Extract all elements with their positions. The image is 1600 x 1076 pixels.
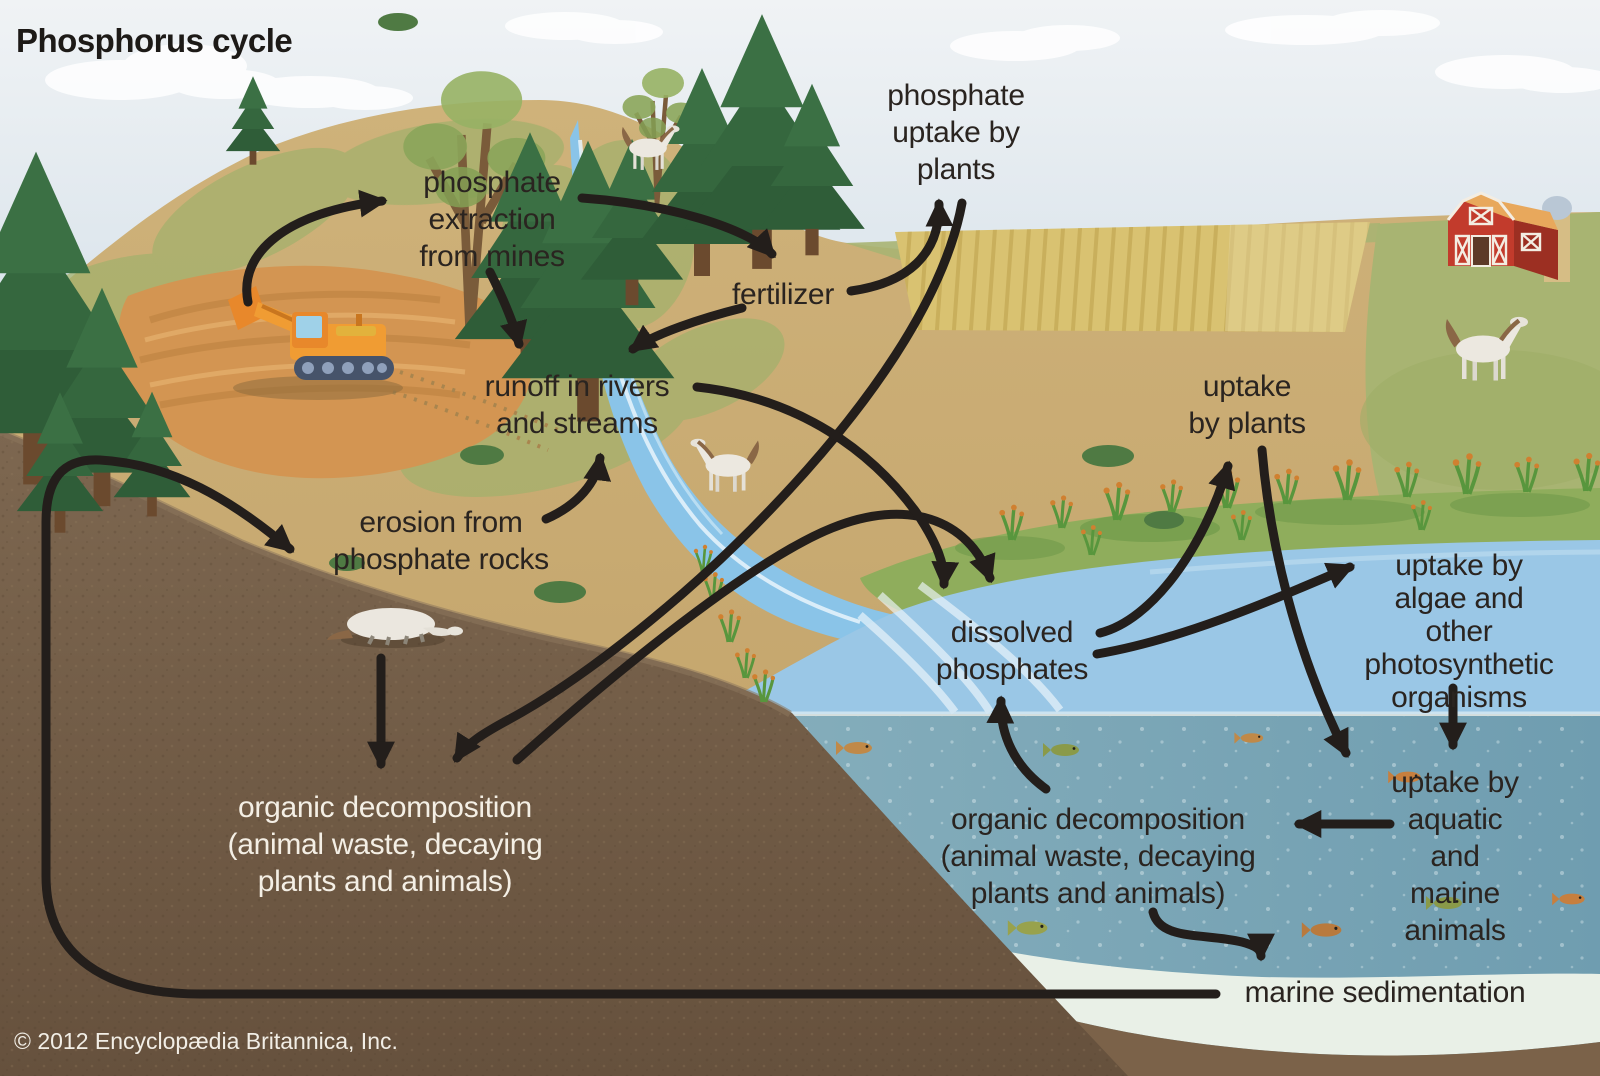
arrow-runoff-to-dissolved [692,382,960,590]
marsh [860,488,1600,612]
label-runoff: runoff in rivers and streams [484,370,670,440]
label-uptake-by-algae: uptake by algae and other photosynthetic… [1364,549,1554,714]
label-phosphate-extraction: phosphate extraction from mines [419,166,565,273]
label-fertilizer: fertilizer [731,278,835,311]
arrow-mine-to-extraction [242,189,388,307]
arrow-organic-land-to-dissolved [512,509,996,765]
label-uptake-by-aquatic: uptake by aquatic and marine animals [1391,766,1519,947]
label-phosphate-uptake-by-plants: phosphate uptake by plants [887,79,1025,186]
label-erosion: erosion from phosphate rocks [333,506,549,576]
copyright-notice: © 2012 Encyclopædia Britannica, Inc. [14,1028,398,1054]
arrow-plant-uptake-to-organic-land [452,198,967,763]
arrow-fertilizer-to-runoff [628,303,747,354]
bushes [329,13,1184,603]
label-uptake-by-plants: uptake by plants [1188,370,1306,440]
arrow-dissolved-to-uptake-plants [1095,460,1236,638]
arrow-sedimentation-to-erosion [41,455,1221,999]
crop-field [895,222,1370,332]
clouds [45,10,1600,110]
arrow-organic-marine-to-dissolved [986,695,1051,794]
soil-cross-section [0,428,1128,1076]
bay [690,540,1600,717]
arrow-extraction-to-runoff [485,267,528,350]
label-dissolved-phosphates: dissolved phosphates [935,616,1089,686]
label-organic-decomposition-marine: organic decomposition (animal waste, dec… [940,803,1256,910]
arrow-extraction-to-fertilizer [577,193,777,259]
arrow-dissolved-to-algae [1092,562,1356,659]
arrows [41,189,1467,999]
arrow-erosion-to-runoff [541,452,612,524]
arrow-fertilizer-to-plant-uptake [846,198,954,296]
estuary-rapids [857,581,1064,715]
arrow-organic-marine-to-sedimentation [1148,907,1275,962]
excavator-icon [228,286,403,400]
barn-icon [1446,191,1572,282]
page-title: Phosphorus cycle [16,22,293,59]
arrow-uptake-plants-to-aquatic [1257,445,1351,758]
label-organic-decomposition-land: organic decomposition (animal waste, dec… [227,791,543,898]
label-marine-sedimentation: marine sedimentation [1244,976,1526,1009]
sheep-carcass-icon [327,608,463,648]
